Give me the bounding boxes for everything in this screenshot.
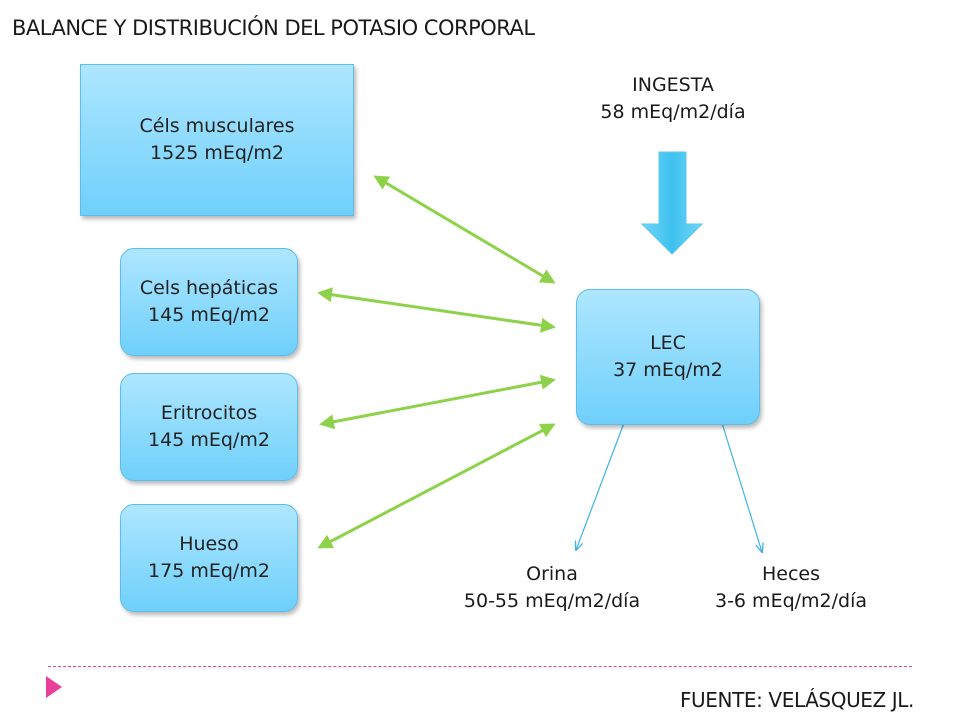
output-arrow-heces [721,422,762,552]
intake-arrow [640,151,704,255]
heces-value: 3-6 mEq/m2/día [714,590,868,612]
exchange-arrow-hueso [317,423,556,549]
ingesta-label-group: INGESTA 58 mEq/m2/día [600,72,745,126]
orina-label-group: Orina 50-55 mEq/m2/día [464,561,640,615]
hepaticas-name: Cels hepáticas [139,277,279,299]
box-lec: LEC 37 mEq/m2 [576,289,760,425]
ingesta-value: 58 mEq/m2/día [600,101,746,123]
box-celulas-musculares: Céls musculares 1525 mEq/m2 [80,64,354,216]
heces-label-group: Heces 3-6 mEq/m2/día [715,561,867,615]
lec-value: 37 mEq/m2 [613,359,723,381]
musculares-name: Céls musculares [139,115,295,137]
exchange-arrow-hepaticas [317,287,556,333]
bullet-triangle-icon [46,676,62,698]
hepaticas-value: 145 mEq/m2 [148,304,270,326]
page-title: BALANCE Y DISTRIBUCIÓN DEL POTASIO CORPO… [12,16,535,40]
hueso-name: Hueso [179,533,239,555]
orina-value: 50-55 mEq/m2/día [463,590,641,612]
source-citation: FUENTE: VELÁSQUEZ JL. [679,688,914,712]
output-arrow-orina [576,422,625,550]
box-celulas-hepaticas: Cels hepáticas 145 mEq/m2 [120,248,298,356]
ingesta-label: INGESTA [632,74,714,96]
eritrocitos-name: Eritrocitos [160,402,258,424]
hueso-value: 175 mEq/m2 [148,560,270,582]
exchange-arrow-eritrocitos [319,374,556,430]
heces-label: Heces [761,563,820,585]
lec-name: LEC [650,332,686,354]
exchange-arrow-musculares [373,175,556,284]
eritrocitos-value: 145 mEq/m2 [148,429,270,451]
orina-label: Orina [526,563,578,585]
musculares-value: 1525 mEq/m2 [150,142,284,164]
box-hueso: Hueso 175 mEq/m2 [120,504,298,612]
box-eritrocitos: Eritrocitos 145 mEq/m2 [120,373,298,481]
footer-divider [48,666,912,667]
